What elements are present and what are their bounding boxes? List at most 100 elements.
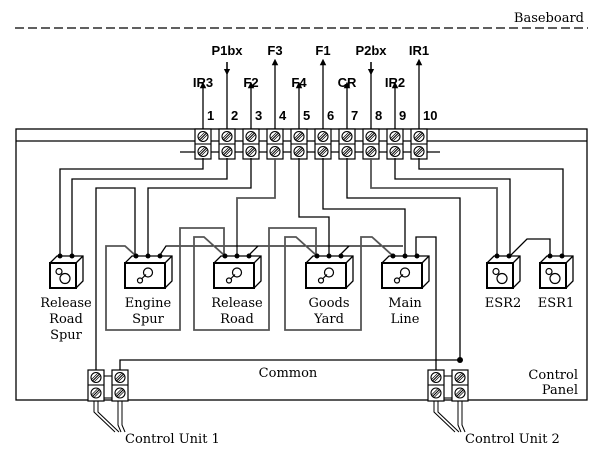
screw-icon (221, 130, 233, 143)
wire-bus (159, 245, 403, 256)
screw-icon (389, 145, 401, 158)
screw-icon (454, 371, 466, 384)
switch-label: Release (211, 296, 263, 311)
screw-icon (269, 145, 281, 158)
switch-label: Engine (125, 296, 172, 311)
toggle-switch-icon (136, 267, 154, 284)
switch-contact (234, 253, 240, 259)
switch-contact (559, 253, 565, 259)
wire-common-left (95, 187, 136, 370)
push-button-icon (55, 267, 71, 285)
terminal-number: 9 (399, 108, 406, 123)
switch-contact (506, 253, 512, 259)
screw-icon (413, 130, 425, 143)
control-unit-1-terminals: Control Unit 1 (87, 369, 220, 447)
terminal-signal-label: F2 (243, 75, 258, 90)
terminal-number: 8 (375, 108, 382, 123)
switch-contact (69, 253, 75, 259)
common-junction (457, 357, 463, 363)
terminal-5: 5 F4 (290, 75, 310, 160)
control-unit-2-terminals: Control Unit 2 (427, 369, 560, 447)
terminal-4: 4 F3 (266, 43, 287, 160)
screw-icon (454, 387, 466, 399)
screw-icon (90, 371, 102, 384)
screw-icon (221, 145, 233, 158)
switch-contact (494, 253, 500, 259)
terminal-number: 2 (231, 108, 238, 123)
terminal-number: 10 (423, 108, 437, 123)
screw-icon (90, 387, 102, 399)
switch-contact (145, 253, 151, 259)
switches: ReleaseRoadSpurEngineSpurReleaseRoadGood… (40, 253, 574, 344)
toggle-switch-icon (317, 267, 335, 284)
terminal-signal-label: P1bx (211, 43, 243, 58)
screw-icon (413, 145, 425, 158)
control-units: Control Unit 1 Control Unit 2 (87, 369, 560, 447)
control-panel-label-line2: Panel (542, 383, 578, 398)
switch-contact (133, 253, 139, 259)
terminal-signal-label: F3 (267, 43, 282, 58)
terminal-number: 3 (255, 108, 262, 123)
control-unit-cable (433, 401, 466, 433)
terminal-signal-label: F4 (291, 75, 307, 90)
wire-t4 (236, 158, 276, 255)
switch-label: Spur (50, 328, 83, 343)
terminal-signal-label: CR (338, 75, 357, 90)
switch-contact (326, 253, 332, 259)
push-button-icon (492, 267, 508, 285)
switch-esr2[interactable]: ESR2 (485, 253, 521, 312)
wire-t8 (370, 158, 498, 255)
screw-icon (389, 130, 401, 143)
screw-icon (365, 130, 377, 143)
wire-t10 (418, 158, 564, 255)
switch-contact (547, 253, 553, 259)
switch-contact (402, 253, 408, 259)
wire-bus-rr (248, 245, 259, 256)
switch-label: Main (388, 296, 422, 311)
switch-contact (222, 253, 228, 259)
screw-icon (197, 130, 209, 143)
screw-icon (365, 145, 377, 158)
switch-label: Line (391, 312, 420, 327)
terminal-number: 4 (279, 108, 287, 123)
wire-mainline-right (415, 236, 437, 370)
switch-contact (414, 253, 420, 259)
switch-label: ESR1 (538, 296, 574, 311)
frame-release-road (193, 227, 317, 331)
wire-t9 (394, 158, 511, 255)
terminal-signal-label: P2bx (355, 43, 387, 58)
terminal-number: 5 (303, 108, 310, 123)
screw-icon (114, 371, 126, 384)
switch-label: Road (220, 312, 254, 327)
frame-goods-yard (284, 236, 393, 331)
control-unit-label: Control Unit 2 (465, 432, 560, 447)
wire-t5 (298, 158, 330, 255)
terminal-3: 3 F2 (242, 75, 262, 160)
control-unit-cable (93, 401, 126, 433)
switch-esr1[interactable]: ESR1 (538, 253, 574, 312)
terminal-6: 6F1 (314, 43, 334, 160)
terminal-signal-label: IR1 (409, 43, 429, 58)
terminal-signal-label: F1 (315, 43, 330, 58)
push-button-icon (545, 267, 561, 285)
switch-label: Goods (308, 296, 349, 311)
switch-label: Release (40, 296, 92, 311)
terminal-number: 1 (207, 108, 214, 123)
toggle-switch-icon (393, 267, 411, 284)
terminal-7: 7CR (338, 75, 358, 160)
wire-esr-link (510, 238, 551, 256)
screw-icon (269, 130, 281, 143)
terminal-signal-label: IR2 (385, 75, 405, 90)
terminal-2: 2 P1bx (211, 43, 243, 160)
screw-icon (430, 371, 442, 384)
wiring (59, 158, 564, 370)
screw-icon (245, 145, 257, 158)
terminal-10: 10 IR1 (409, 43, 437, 160)
